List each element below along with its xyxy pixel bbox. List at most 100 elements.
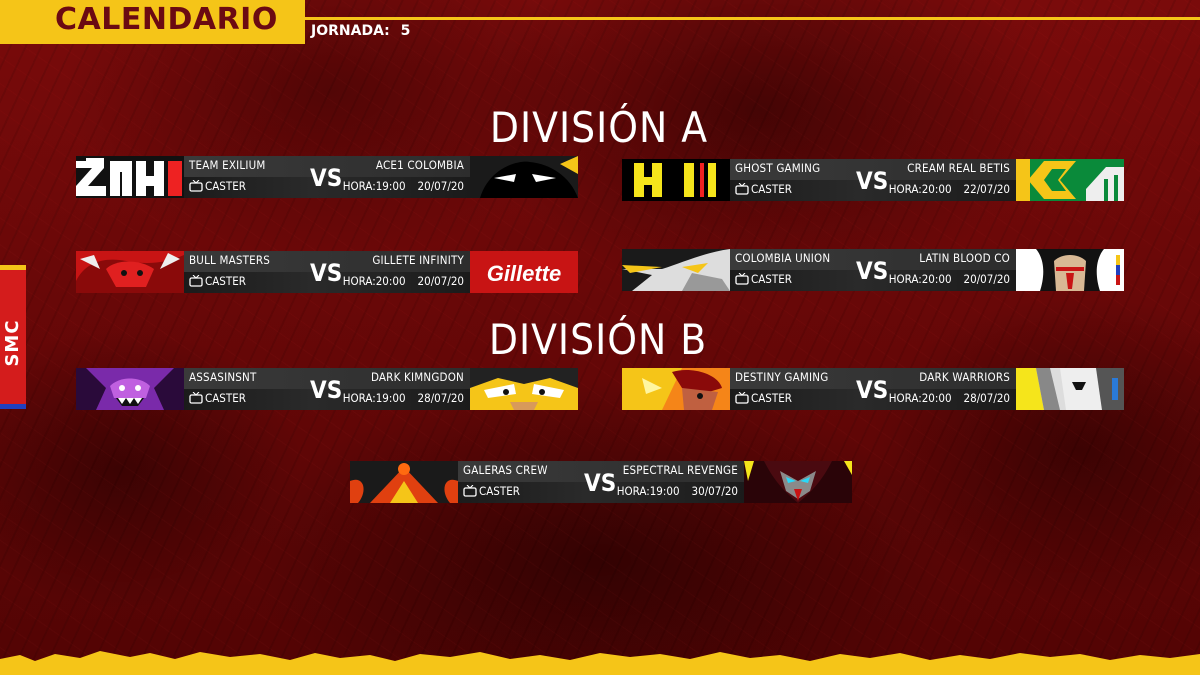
match-card: GHOST GAMING CREAM REAL BETIS CASTER VS … (622, 159, 1124, 201)
away-team-name: LATIN BLOOD CO (919, 251, 1010, 265)
caster-text: CASTER (205, 391, 246, 405)
away-team-name: ACE1 COLOMBIA (375, 158, 464, 172)
tv-icon (463, 485, 477, 497)
side-brand-tab: SMC (0, 265, 26, 409)
match-schedule: HORA:20:00 20/07/20 (889, 272, 1010, 286)
tv-icon (189, 180, 203, 192)
caster-text: CASTER (751, 272, 792, 286)
away-team-name: CREAM REAL BETIS (907, 161, 1010, 175)
home-team-name: COLOMBIA UNION (735, 251, 831, 265)
vs-label: VS (856, 257, 889, 285)
tv-icon (735, 392, 749, 404)
away-team-logo (744, 461, 852, 503)
match-info-bar: TEAM EXILIUM ACE1 COLOMBIA CASTER VS HOR… (184, 156, 470, 198)
match-card: TEAM EXILIUM ACE1 COLOMBIA CASTER VS HOR… (76, 156, 578, 198)
away-team-name: DARK WARRIORS (919, 370, 1010, 384)
match-info-bar: ASSASINSNT DARK KIMNGDON CASTER VS HORA:… (184, 368, 470, 410)
match-date: 20/07/20 (417, 274, 464, 288)
match-date: 20/07/20 (417, 179, 464, 193)
vs-label: VS (310, 164, 343, 192)
tv-icon (189, 392, 203, 404)
away-team-logo (1016, 159, 1124, 201)
match-date: 22/07/20 (963, 182, 1010, 196)
caster-label: CASTER (735, 272, 792, 286)
caster-label: CASTER (189, 274, 246, 288)
caster-text: CASTER (751, 182, 792, 196)
match-card: DESTINY GAMING DARK WARRIORS CASTER VS H… (622, 368, 1124, 410)
away-team-logo (470, 368, 578, 410)
match-schedule: HORA:19:00 20/07/20 (343, 179, 464, 193)
home-team-logo (350, 461, 458, 503)
gillette-logo-text: Gillette (487, 261, 562, 286)
division-b-title: DIVISIÓN B (488, 315, 708, 364)
match-info-bar-top (184, 368, 470, 389)
match-info-bar-top (730, 368, 1016, 389)
away-team-logo (1016, 368, 1124, 410)
match-info-bar: DESTINY GAMING DARK WARRIORS CASTER VS H… (730, 368, 1016, 410)
caster-text: CASTER (205, 179, 246, 193)
home-team-logo (76, 156, 184, 198)
header-banner: CALENDARIO (0, 0, 305, 44)
jornada-value: 5 (400, 23, 411, 39)
home-team-name: TEAM EXILIUM (189, 158, 266, 172)
home-team-name: ASSASINSNT (189, 370, 257, 384)
home-team-logo (622, 368, 730, 410)
match-info-bar-top (184, 251, 470, 272)
home-team-name: GALERAS CREW (463, 463, 548, 477)
match-time: HORA:20:00 (888, 182, 952, 196)
match-time: HORA:19:00 (616, 484, 680, 498)
match-info-bar: BULL MASTERS GILLETE INFINITY CASTER VS … (184, 251, 470, 293)
match-info-bar-top (184, 156, 470, 177)
caster-text: CASTER (751, 391, 792, 405)
caster-text: CASTER (205, 274, 246, 288)
smc-logo: SMC (2, 319, 23, 367)
tv-icon (735, 183, 749, 195)
vs-label: VS (584, 469, 617, 497)
match-time: HORA:20:00 (888, 391, 952, 405)
match-info-bar: COLOMBIA UNION LATIN BLOOD CO CASTER VS … (730, 249, 1016, 291)
header-divider (305, 17, 1200, 20)
match-info-bar: GHOST GAMING CREAM REAL BETIS CASTER VS … (730, 159, 1016, 201)
home-team-name: GHOST GAMING (735, 161, 821, 175)
jornada-label: JORNADA: (311, 23, 390, 39)
match-date: 30/07/20 (691, 484, 738, 498)
match-time: HORA:19:00 (342, 391, 406, 405)
away-team-logo (1016, 249, 1124, 291)
match-time: HORA:19:00 (342, 179, 406, 193)
jornada: JORNADA: 5 (311, 23, 410, 39)
away-team-name: ESPECTRAL REVENGE (622, 463, 738, 477)
match-schedule: HORA:20:00 20/07/20 (343, 274, 464, 288)
division-a-title: DIVISIÓN A (489, 103, 709, 152)
match-info-bar-top (730, 249, 1016, 270)
away-team-logo: Gillette (470, 251, 578, 293)
caster-label: CASTER (735, 391, 792, 405)
tv-icon (735, 273, 749, 285)
match-info-bar-top (458, 461, 744, 482)
match-date: 28/07/20 (963, 391, 1010, 405)
match-schedule: HORA:19:00 28/07/20 (343, 391, 464, 405)
torn-paper-footer (0, 651, 1200, 675)
home-team-logo (622, 249, 730, 291)
home-team-logo (76, 368, 184, 410)
caster-label: CASTER (189, 179, 246, 193)
match-date: 20/07/20 (963, 272, 1010, 286)
match-card: BULL MASTERS GILLETE INFINITY CASTER VS … (76, 251, 578, 293)
match-card: COLOMBIA UNION LATIN BLOOD CO CASTER VS … (622, 249, 1124, 291)
match-schedule: HORA:20:00 22/07/20 (889, 182, 1010, 196)
vs-label: VS (856, 376, 889, 404)
caster-label: CASTER (463, 484, 520, 498)
match-info-bar: GALERAS CREW ESPECTRAL REVENGE CASTER VS… (458, 461, 744, 503)
match-schedule: HORA:20:00 28/07/20 (889, 391, 1010, 405)
caster-label: CASTER (735, 182, 792, 196)
match-card: ASSASINSNT DARK KIMNGDON CASTER VS HORA:… (76, 368, 578, 410)
page-title: CALENDARIO (55, 2, 278, 37)
away-team-name: GILLETE INFINITY (372, 253, 464, 267)
match-time: HORA:20:00 (342, 274, 406, 288)
away-team-logo (470, 156, 578, 198)
vs-label: VS (856, 167, 889, 195)
match-info-bar-top (730, 159, 1016, 180)
home-team-name: DESTINY GAMING (735, 370, 829, 384)
away-team-name: DARK KIMNGDON (370, 370, 464, 384)
caster-label: CASTER (189, 391, 246, 405)
